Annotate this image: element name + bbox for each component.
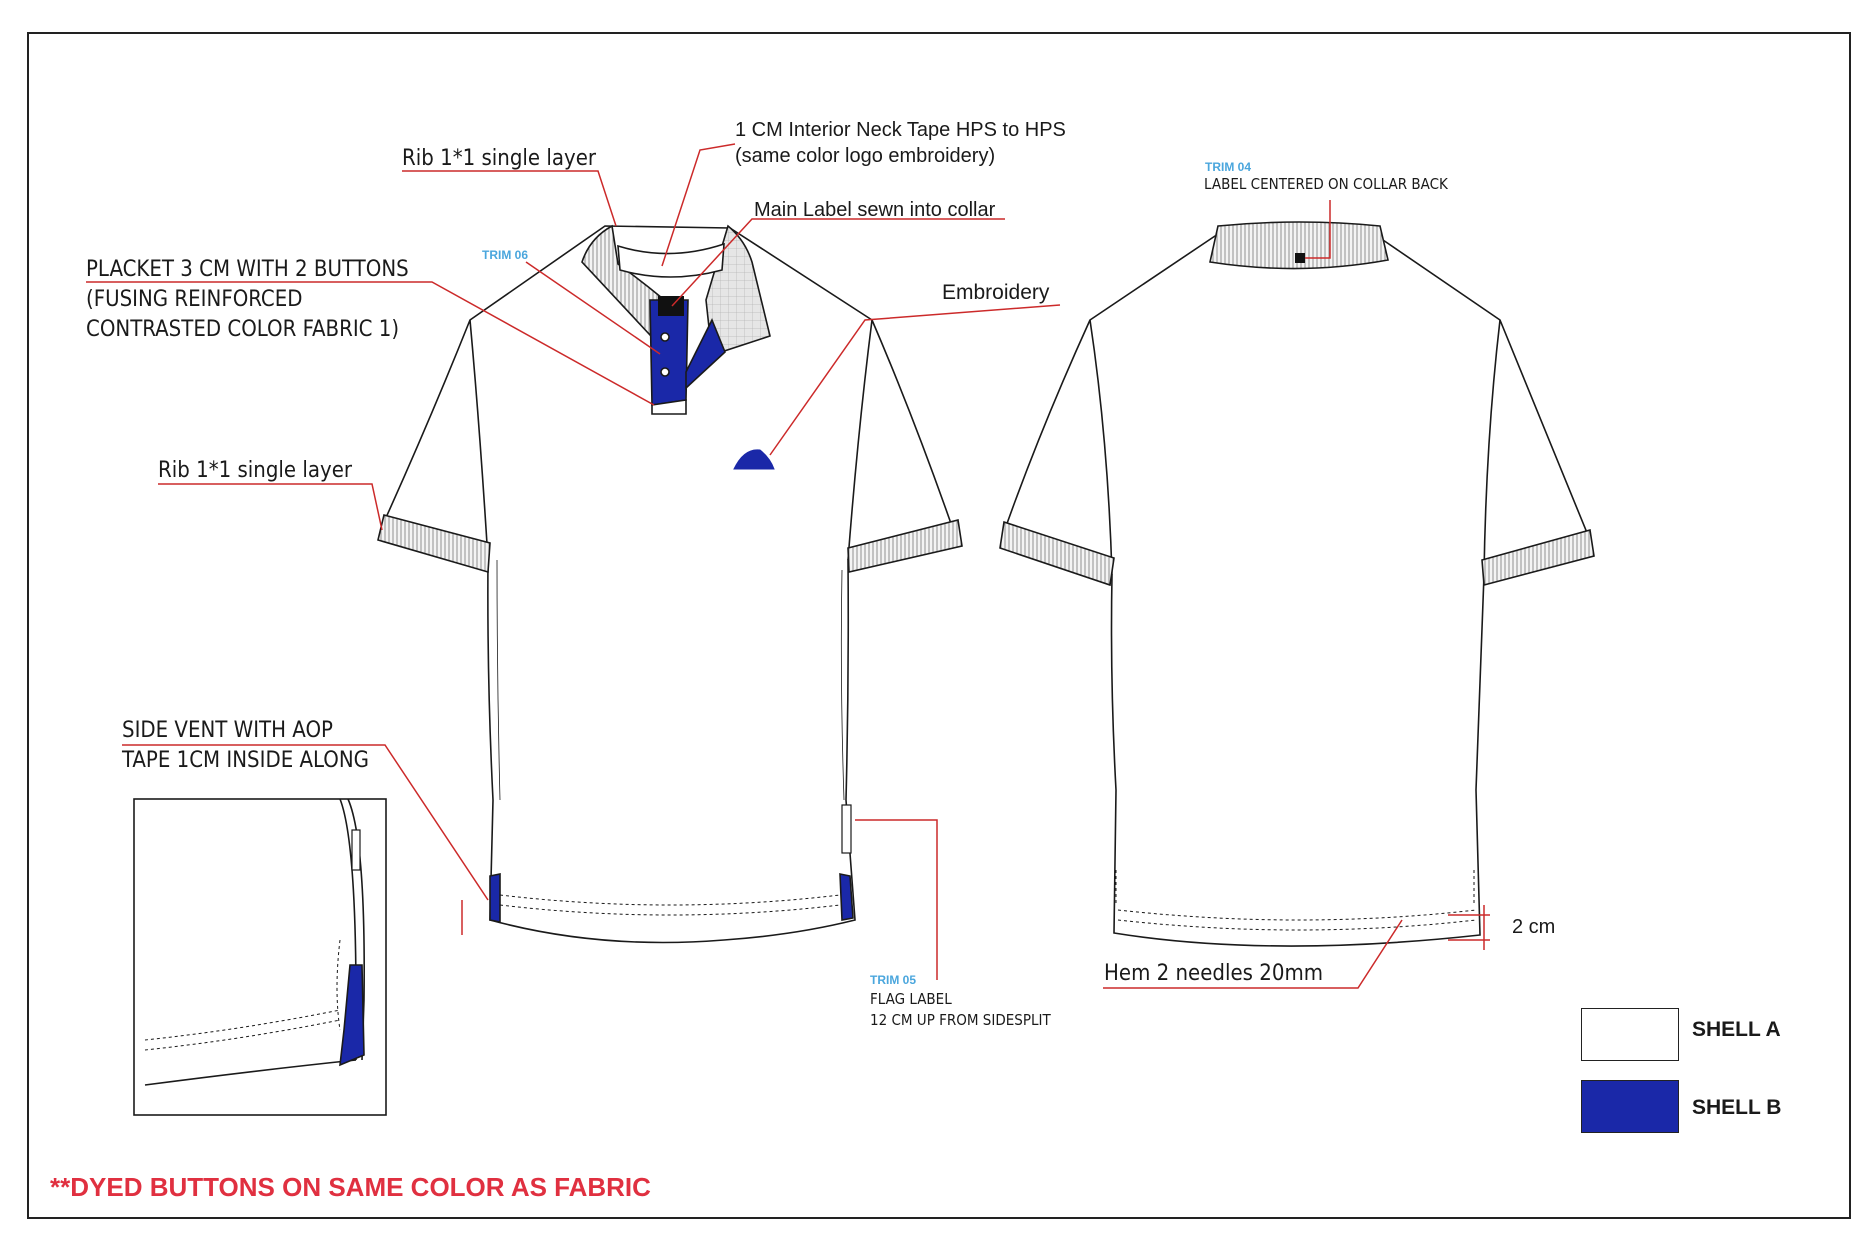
back-sleeve-rib-left <box>999 520 1115 587</box>
front-sleeve-rib-right <box>847 519 963 573</box>
callout-placket-line3: CONTRASTED COLOR FABRIC 1) <box>86 317 400 342</box>
front-side-vent-left <box>489 873 501 923</box>
callout-placket-line1: PLACKET 3 CM WITH 2 BUTTONS <box>86 257 409 282</box>
callout-hem-height: 2 cm <box>1512 916 1556 938</box>
trim05-id: TRIM 05 <box>870 973 917 987</box>
front-armhole-right <box>847 319 873 561</box>
back-armhole-left <box>1089 319 1113 576</box>
callout-side-vent-line1: SIDE VENT WITH AOP <box>122 718 333 743</box>
trim06-id: TRIM 06 <box>482 248 529 262</box>
back-collar-label <box>1295 253 1305 263</box>
callout-placket-line2: (FUSING REINFORCED <box>86 287 303 312</box>
callout-side-vent-line2: TAPE 1CM INSIDE ALONG <box>122 748 369 773</box>
drawing-frame <box>27 32 1851 1219</box>
leader-trim06 <box>525 261 661 355</box>
leader-neck-tape <box>661 143 736 267</box>
detail-vent-tape <box>339 964 365 1067</box>
callout-hem: Hem 2 needles 20mm <box>1104 961 1324 986</box>
front-hem-stitch-2 <box>499 904 841 916</box>
leader-side-vent <box>122 744 489 901</box>
leader-placket <box>86 281 655 406</box>
front-main-label <box>658 296 684 316</box>
dyed-buttons-note: **DYED BUTTONS ON SAME COLOR AS FABRIC <box>50 1172 651 1202</box>
detail-box <box>133 798 387 1116</box>
back-collar <box>1209 221 1389 270</box>
front-side-vent-right <box>839 873 854 921</box>
back-hem-stitch-2 <box>1117 919 1477 931</box>
leader-main-label <box>671 218 1005 307</box>
leader-hem <box>1103 919 1403 989</box>
callout-neck-tape-line2: (same color logo embroidery) <box>735 145 996 167</box>
callout-lines <box>86 143 1490 989</box>
leader-rib-sleeve <box>158 483 383 531</box>
leader-trim04 <box>1305 200 1331 259</box>
front-placket-overlap <box>685 318 726 390</box>
back-body-outline <box>1002 235 1594 947</box>
front-flag-label <box>841 804 852 854</box>
front-button-1 <box>660 332 670 342</box>
leader-rib-collar <box>402 170 617 227</box>
legend-label-shell-a: SHELL A <box>1692 1018 1781 1041</box>
callout-collar-back: LABEL CENTERED ON COLLAR BACK <box>1204 175 1448 193</box>
callout-flag-label: FLAG LABEL <box>870 990 952 1008</box>
legend-swatch-shell-b <box>1581 1080 1679 1133</box>
legend-label-shell-b: SHELL B <box>1692 1096 1782 1119</box>
back-view <box>999 221 1595 947</box>
front-collar-stand <box>617 242 725 278</box>
leader-embroidery <box>769 304 1061 456</box>
callout-neck-tape-line1: 1 CM Interior Neck Tape HPS to HPS <box>735 119 1066 141</box>
front-placket-bottom <box>651 399 687 415</box>
callout-rib-sleeve: Rib 1*1 single layer <box>158 458 353 483</box>
front-hem-stitch <box>499 894 841 906</box>
callout-flag-label-position: 12 CM UP FROM SIDESPLIT <box>870 1011 1051 1029</box>
back-armhole-right <box>1483 319 1501 576</box>
front-button-2 <box>660 367 670 377</box>
side-vent-detail <box>133 798 387 1116</box>
detail-flag-label <box>351 829 361 871</box>
front-embroidery-logo <box>733 449 775 470</box>
callout-embroidery: Embroidery <box>942 281 1050 304</box>
callout-main-label: Main Label sewn into collar <box>754 199 996 221</box>
back-sleeve-rib-right <box>1481 528 1595 587</box>
trim04-id: TRIM 04 <box>1205 160 1252 174</box>
leader-hem-height <box>1448 905 1490 950</box>
callout-rib-collar: Rib 1*1 single layer <box>402 146 597 171</box>
leader-flag-label <box>855 819 938 980</box>
back-hem-stitch <box>1117 909 1477 921</box>
front-armhole-left <box>469 319 489 561</box>
legend-swatch-shell-a <box>1581 1008 1679 1061</box>
front-sleeve-rib-left <box>377 514 491 574</box>
front-view <box>377 224 963 944</box>
